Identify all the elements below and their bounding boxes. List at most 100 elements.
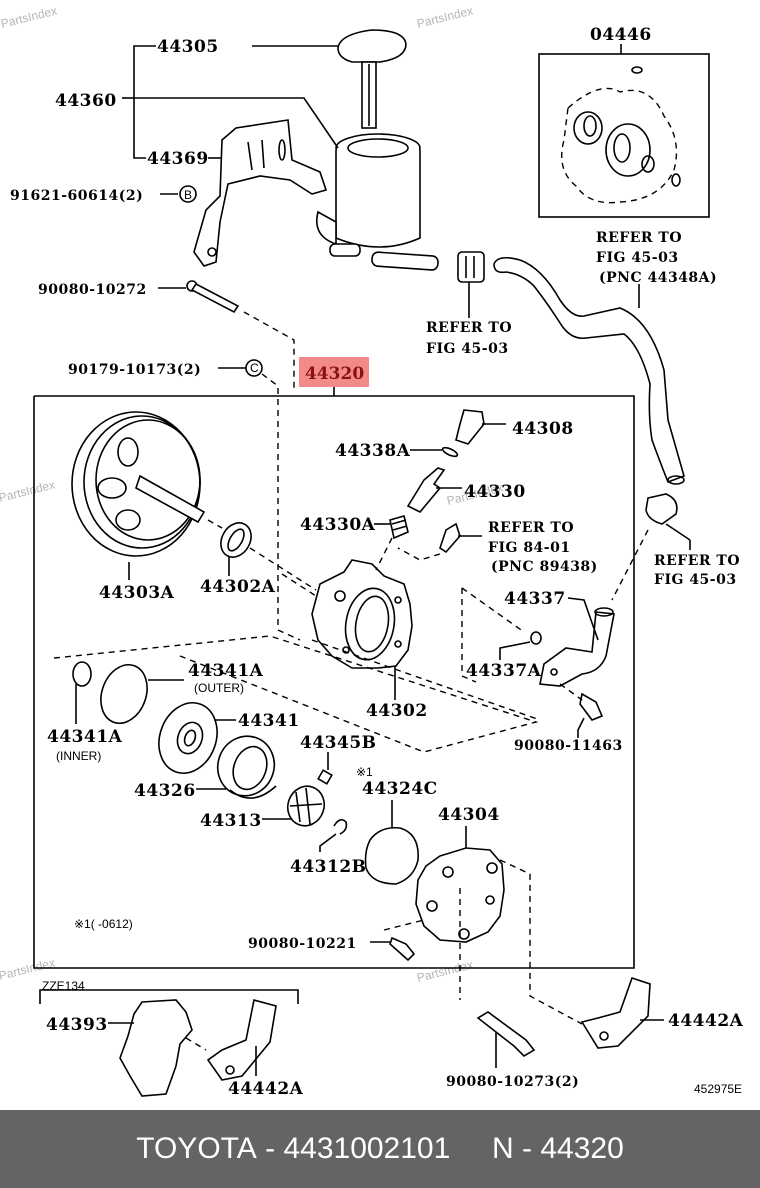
refer-note-sensor[interactable]: REFER TO FIG 84-01 (PNC 89438) (488, 520, 598, 575)
svg-text:(PNC 89438): (PNC 89438) (491, 559, 598, 575)
variant-bracket (39, 989, 299, 1004)
nut-90179-10173[interactable]: C (245, 359, 263, 377)
side-plate-44341[interactable] (149, 695, 226, 782)
union-44337[interactable] (539, 607, 615, 687)
watermark: PartsIndex (0, 477, 56, 504)
gasket-44324C[interactable] (364, 826, 419, 885)
union-44308[interactable] (455, 409, 485, 445)
svg-text:FIG 45-03: FIG 45-03 (426, 341, 509, 357)
note-marker-1: ※1 (356, 765, 373, 779)
pulley-44303A[interactable] (71, 411, 206, 557)
part-label-44313[interactable]: 44313 (200, 811, 262, 831)
svg-text:44320: 44320 (305, 364, 364, 384)
part-label-44330A[interactable]: 44330A (300, 515, 376, 535)
part-label-44442A-left[interactable]: 44442A (228, 1079, 304, 1099)
gasket-kit-box (538, 53, 710, 218)
watermark: PartsIndex (415, 957, 474, 984)
part-label-44330[interactable]: 44330 (464, 482, 526, 502)
part-label-outer-note: (OUTER) (194, 681, 244, 695)
oil-seal-44302A[interactable] (215, 517, 257, 562)
part-label-90080-11463[interactable]: 90080-11463 (514, 738, 623, 754)
part-label-inner-note: (INNER) (56, 749, 101, 763)
parts-diagram: PartsIndex PartsIndex PartsIndex PartsIn… (0, 3, 744, 1099)
part-label-44341[interactable]: 44341 (238, 711, 300, 731)
part-label-04446[interactable]: 04446 (590, 25, 652, 45)
part-label-91621-60614[interactable]: 91621-60614(2) (10, 188, 143, 204)
part-label-90179-10173[interactable]: 90179-10173(2) (68, 362, 201, 378)
cam-ring-44326[interactable] (209, 728, 282, 804)
part-label-44345B[interactable]: 44345B (300, 733, 377, 753)
refer-note-clamp[interactable]: REFER TO FIG 45-03 (426, 320, 512, 357)
hose-clamp-right[interactable] (645, 493, 678, 525)
part-label-44302A[interactable]: 44302A (200, 577, 276, 597)
part-label-44369[interactable]: 44369 (147, 149, 209, 169)
part-label-44360[interactable]: 44360 (55, 91, 117, 111)
watermark: PartsIndex (415, 3, 474, 30)
part-label-44326[interactable]: 44326 (134, 781, 196, 801)
pump-housing-44302[interactable] (311, 559, 413, 669)
return-hose[interactable] (493, 256, 685, 485)
part-label-44308[interactable]: 44308 (512, 419, 574, 439)
part-label-44305[interactable]: 44305 (157, 37, 219, 57)
reservoir-tank[interactable] (316, 133, 439, 271)
watermark: PartsIndex (0, 3, 58, 30)
svg-text:C: C (250, 361, 259, 375)
part-label-90080-10221[interactable]: 90080-10221 (248, 936, 357, 952)
part-label-44303A[interactable]: 44303A (99, 583, 175, 603)
reservoir-cap[interactable] (337, 29, 407, 129)
footer-separator: - (256, 1132, 284, 1165)
footer-ref-number: 44320 (540, 1132, 624, 1165)
o-ring-44341A-inner[interactable] (72, 661, 92, 687)
reservoir-bracket[interactable] (193, 119, 328, 267)
part-label-44337A[interactable]: 44337A (466, 661, 542, 681)
o-ring-44341A-outer[interactable] (93, 658, 155, 729)
flow-control-valve-44330[interactable] (406, 467, 446, 513)
bracket-44442A-left[interactable] (206, 999, 277, 1081)
part-label-44302[interactable]: 44302 (366, 701, 428, 721)
pressure-sensor[interactable] (439, 522, 461, 554)
svg-text:B: B (184, 188, 192, 202)
snap-ring-44312B[interactable] (333, 818, 348, 835)
bolt-90080-11463[interactable] (579, 692, 604, 721)
bolt-90080-10273[interactable] (476, 1011, 536, 1058)
bracket-44442A-right[interactable] (580, 976, 651, 1049)
part-label-90080-10272[interactable]: 90080-10272 (38, 282, 147, 298)
part-label-44337[interactable]: 44337 (504, 589, 566, 609)
o-ring-44338A[interactable] (441, 446, 459, 458)
footer-banner: TOYOTA - 4431002101 N - 44320 (0, 1110, 760, 1188)
svg-text:REFER TO: REFER TO (596, 230, 682, 246)
part-label-90080-10273[interactable]: 90080-10273(2) (446, 1074, 579, 1090)
footer-part-number: 4431002101 (283, 1132, 451, 1165)
part-label-44304[interactable]: 44304 (438, 805, 500, 825)
highlighted-part-label-44320[interactable]: 44320 (299, 357, 369, 387)
variant-label-zze134: ZZE134 (42, 979, 85, 993)
assembly-box-44320 (33, 395, 635, 969)
rotor-44313[interactable] (282, 781, 330, 831)
bolt-marker-b: B (179, 185, 197, 203)
svg-text:FIG 45-03: FIG 45-03 (654, 572, 737, 588)
spring-44330A[interactable] (389, 515, 409, 540)
cover-44393[interactable] (119, 999, 193, 1097)
pin-44345B[interactable] (317, 769, 333, 785)
svg-text:FIG 45-03: FIG 45-03 (596, 250, 679, 266)
part-label-44442A-right[interactable]: 44442A (668, 1011, 744, 1031)
svg-text:REFER TO: REFER TO (654, 553, 740, 569)
footer-brand: TOYOTA (136, 1132, 257, 1165)
hose-clamp[interactable] (457, 251, 485, 283)
part-label-44338A[interactable]: 44338A (335, 441, 411, 461)
gasket-kit[interactable] (561, 66, 681, 204)
footer-gap (450, 1132, 492, 1166)
refer-note-hose[interactable]: REFER TO FIG 45-03 (PNC 44348A) (596, 230, 717, 286)
part-label-44312B[interactable]: 44312B (290, 857, 367, 877)
footer-ref-prefix: N (492, 1132, 514, 1165)
bolt-90080-10272[interactable] (186, 280, 240, 314)
part-label-44393[interactable]: 44393 (46, 1015, 108, 1035)
o-ring-44337A[interactable] (530, 631, 542, 645)
rear-housing-44304[interactable] (415, 847, 505, 943)
bolt-90080-10221[interactable] (389, 936, 416, 962)
part-label-44341A-outer[interactable]: 44341A (188, 661, 264, 681)
part-label-44341A-inner[interactable]: 44341A (47, 727, 123, 747)
part-label-44324C[interactable]: 44324C (362, 779, 438, 799)
footer-separator: - (513, 1132, 541, 1165)
refer-note-clamp-right[interactable]: REFER TO FIG 45-03 (654, 553, 740, 588)
